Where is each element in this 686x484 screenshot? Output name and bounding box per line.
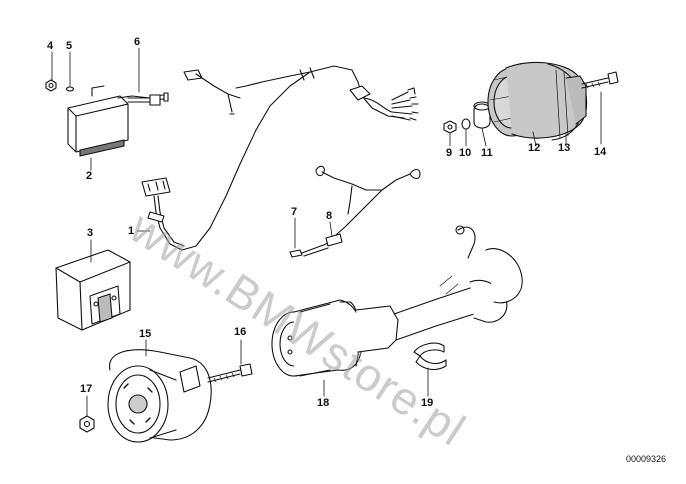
callout-7: 7: [291, 206, 298, 218]
relay-part-2: [67, 85, 169, 157]
callout-13: 13: [558, 142, 571, 154]
callout-15: 15: [139, 328, 152, 340]
screw-part-14: [581, 71, 619, 89]
wiring-harness-part-1: [141, 65, 419, 251]
callout-11: 11: [481, 147, 493, 159]
callout-12: 12: [528, 142, 541, 154]
callout-17: 17: [80, 383, 93, 395]
diagram-id: 00009326: [625, 454, 666, 464]
nut-part-9: [443, 120, 457, 134]
washer-part-5: [65, 86, 75, 92]
screw-part-16: [207, 363, 253, 383]
socket-base-part-15: [107, 349, 212, 443]
callout-16: 16: [234, 326, 247, 338]
bolt-part-6: [127, 94, 161, 106]
callout-1: 1: [128, 225, 135, 237]
callout-18: 18: [317, 397, 330, 409]
callout-10: 10: [459, 147, 472, 159]
callout-9: 9: [446, 147, 453, 159]
connector-part-8: [325, 233, 343, 247]
callout-6: 6: [134, 36, 141, 48]
callout-2: 2: [86, 170, 93, 182]
callout-14: 14: [594, 146, 607, 158]
callout-3: 3: [87, 227, 94, 239]
cover-part-3: [55, 249, 131, 331]
nut-part-17: [79, 415, 95, 433]
socket-housing-part-13: [505, 61, 588, 141]
plug-part-18: [271, 225, 523, 377]
leader-lines: [51, 47, 602, 417]
callout-19: 19: [421, 397, 434, 409]
washer-part-10: [461, 118, 471, 130]
callout-8: 8: [326, 210, 333, 222]
ground-cable-part-7: [289, 165, 421, 258]
callout-4: 4: [47, 40, 54, 52]
callout-5: 5: [66, 40, 73, 52]
nut-part-4: [45, 79, 57, 92]
clip-part-19: [413, 342, 447, 371]
